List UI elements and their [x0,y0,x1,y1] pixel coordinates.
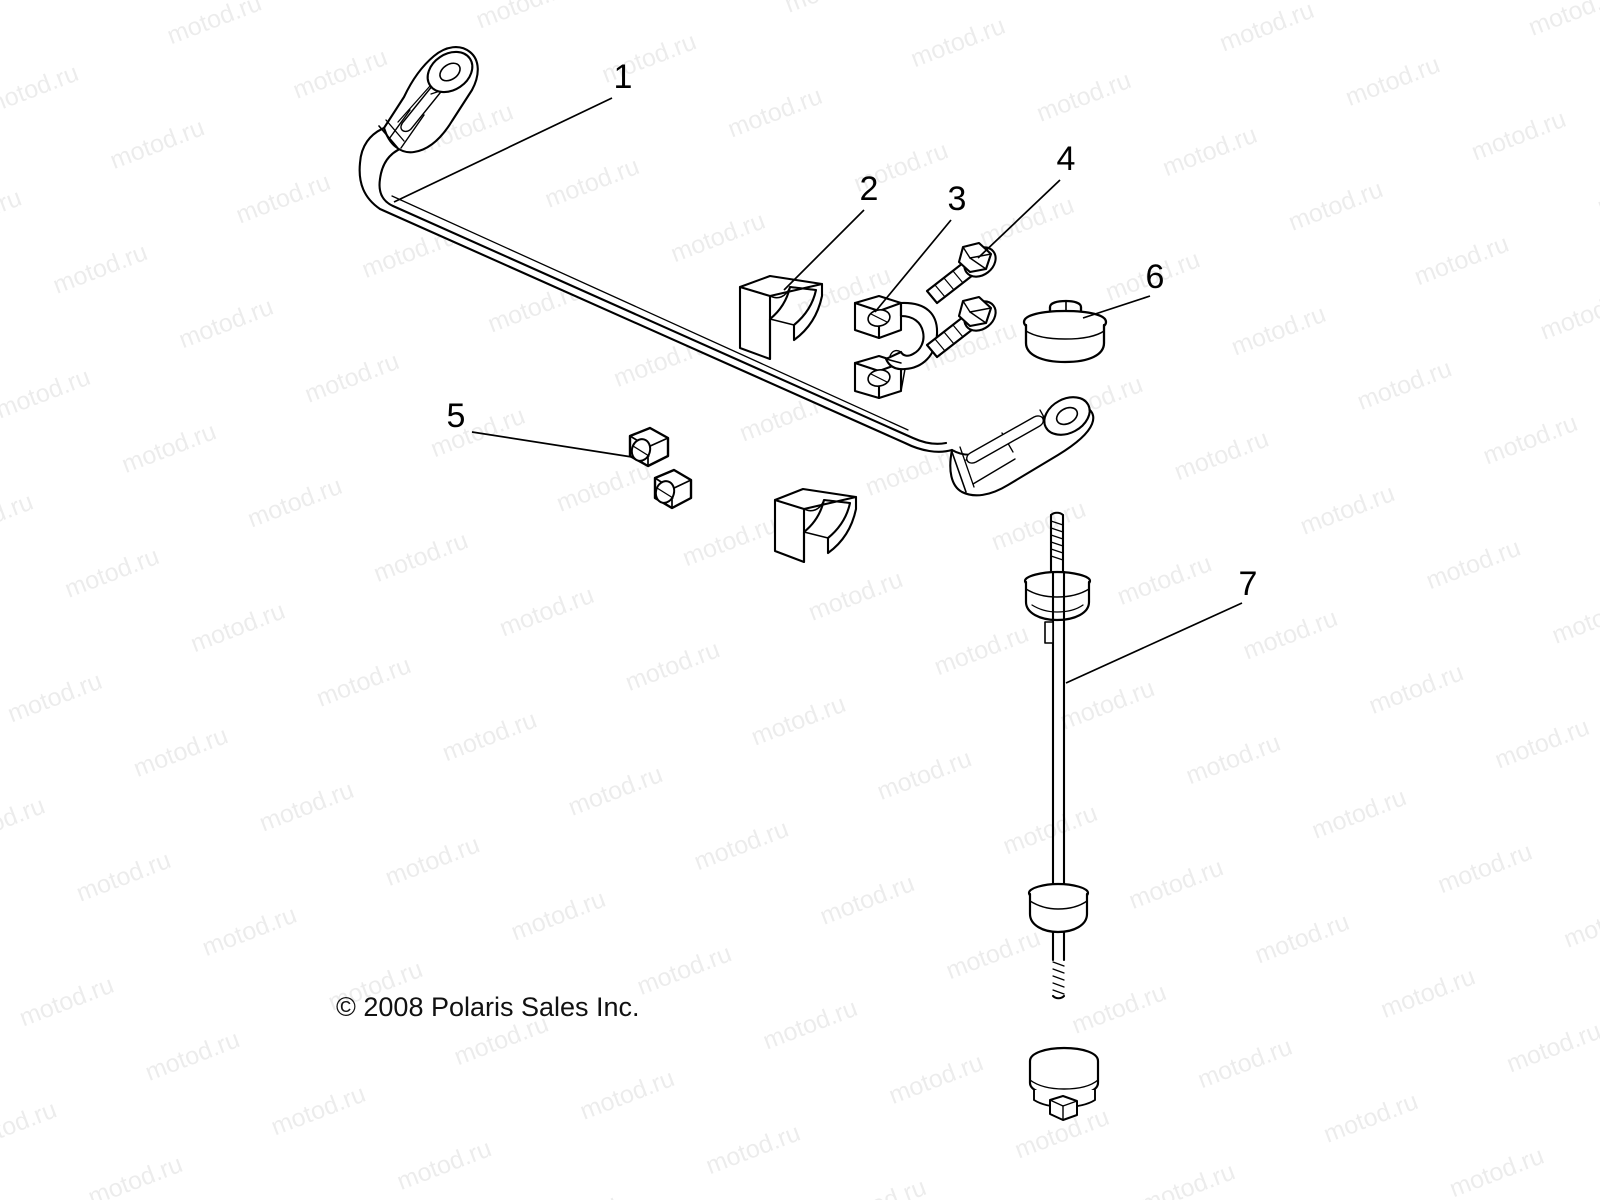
callout-number-7: 7 [1239,565,1258,603]
callout-number-6: 6 [1146,258,1165,296]
callout-number-4: 4 [1057,140,1076,178]
callout-number-5: 5 [447,397,466,435]
leader-line-5 [471,431,633,458]
part-flange-nut-lower [653,468,693,510]
leader-line-1 [393,97,613,203]
callout-number-3: 3 [948,180,967,218]
leader-line-4 [977,179,1061,259]
part-grommet-bushing [1022,299,1108,364]
part-stabilizer-bar [358,46,1095,497]
part-stabilizer-link-rod [1023,511,1100,1121]
callout-number-1: 1 [614,58,633,96]
part-bushing-saddle-upper [738,274,824,361]
callout-group: 1 2 3 4 5 6 7 [393,58,1258,684]
leader-line-7 [1065,602,1243,684]
part-bushing-saddle-lower [773,487,858,564]
part-clamp-bracket [853,294,939,400]
leader-line-6 [1082,295,1151,319]
copyright-notice: © 2008 Polaris Sales Inc. [336,992,640,1022]
leader-line-2 [783,209,865,291]
part-flange-bolt-upper [925,241,997,305]
part-flange-bolt-lower [925,295,997,359]
leader-line-3 [874,219,952,313]
callout-number-2: 2 [860,170,879,208]
part-flange-nut-upper [628,426,670,468]
